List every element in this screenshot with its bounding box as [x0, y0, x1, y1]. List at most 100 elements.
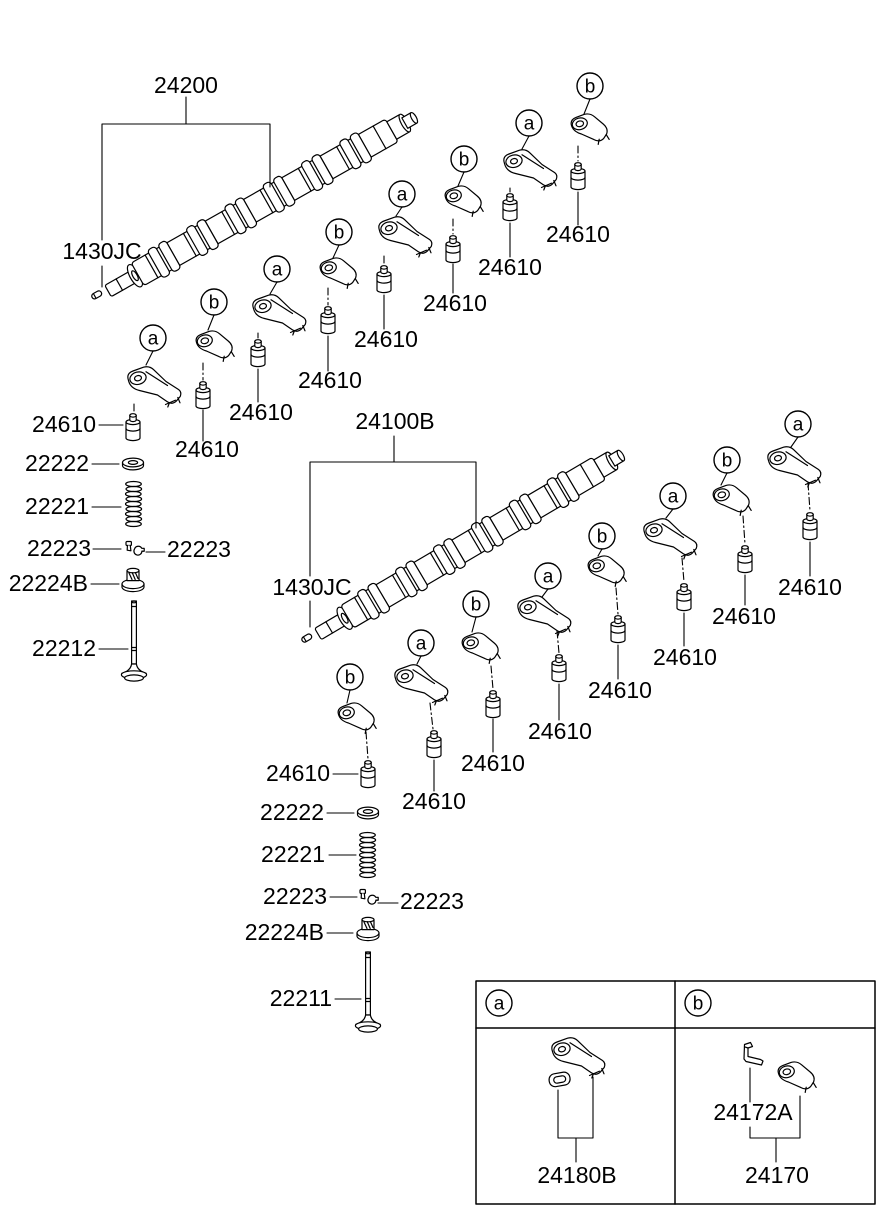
- rocker-arm-b: [444, 185, 484, 217]
- label-dash-lines: [90, 424, 399, 1000]
- retainer-lock-part-label: 22223: [400, 888, 464, 914]
- marker-letter: a: [524, 114, 535, 135]
- rocker-clip-part-label: 24172A: [713, 1099, 793, 1125]
- marker-letter: a: [543, 567, 554, 588]
- rocker-arm-a: [252, 294, 307, 336]
- rocker-arm-a: [127, 366, 182, 408]
- valve-spring: [124, 480, 143, 528]
- retainer-lock-part-label: 22223: [167, 536, 231, 562]
- marker-b: b: [200, 288, 228, 316]
- legend-a-bracket: [557, 1076, 594, 1163]
- marker-letter: b: [459, 150, 470, 171]
- tappet-part-label: 24610: [175, 436, 239, 462]
- marker-b: b: [462, 590, 490, 618]
- tappet-part-label: 24610: [478, 254, 542, 280]
- marker-letter: b: [334, 223, 345, 244]
- tappet: [485, 690, 501, 719]
- marker-letter: a: [272, 260, 283, 281]
- rocker-clip: [547, 1070, 572, 1089]
- marker-letter: a: [793, 415, 804, 436]
- valve-part-label: 22211: [270, 985, 332, 1011]
- valve-spring: [358, 831, 377, 879]
- tappet: [610, 615, 626, 644]
- rocker-arm-b: [777, 1061, 817, 1094]
- marker-letter: b: [585, 77, 596, 98]
- marker-letter: a: [148, 329, 159, 350]
- camshaft-pin-label: 1430JC: [62, 238, 141, 264]
- marker-a: a: [659, 482, 687, 510]
- rocker-arm-b: [570, 113, 610, 145]
- rocker-arm-a: [378, 216, 433, 258]
- spring-retainer: [356, 806, 380, 820]
- tappet: [570, 162, 586, 191]
- marker-letter: b: [693, 994, 704, 1015]
- legend-b-bracket: [749, 1067, 801, 1163]
- valve-stem-seal-part-label: 22224B: [9, 570, 88, 596]
- marker-leader-lines: [145, 98, 799, 704]
- valve-spring-part-label: 22221: [25, 493, 89, 519]
- camshaft-body: [85, 103, 424, 313]
- tappet-part-label: 24610: [653, 644, 717, 670]
- marker-b: b: [713, 446, 741, 474]
- tappet-part-label: 24610: [423, 290, 487, 316]
- retainer-lock-part-label: 22223: [263, 883, 327, 909]
- rocker-arm-a: [517, 595, 572, 637]
- marker-letter: a: [416, 634, 427, 655]
- marker-b: b: [325, 218, 353, 246]
- tappet-part-label: 24610: [588, 677, 652, 703]
- legend-header-b: b: [684, 989, 712, 1017]
- tappet: [250, 339, 266, 368]
- tappet: [551, 654, 567, 683]
- tappet-part-label: 24610: [528, 718, 592, 744]
- marker-b: b: [450, 145, 478, 173]
- tappet: [360, 760, 376, 789]
- marker-a: a: [784, 410, 812, 438]
- spring-retainer: [121, 457, 145, 471]
- marker-b: b: [576, 72, 604, 100]
- valve-stem-seal: [121, 567, 145, 593]
- spring-retainer-part-label: 22222: [260, 799, 324, 825]
- retainer-lock-part-label: 22223: [27, 535, 91, 561]
- rocker-arm-a-part-label: 24180B: [537, 1162, 616, 1188]
- tappet: [445, 235, 461, 264]
- marker-a: a: [263, 255, 291, 283]
- marker-a: a: [139, 324, 167, 352]
- camshaft-pin-label: 1430JC: [272, 574, 351, 600]
- legend-header-a: a: [485, 989, 513, 1017]
- marker-letter: a: [668, 487, 679, 508]
- tappet-part-label: 24610: [354, 326, 418, 352]
- camshaft-intake-label: 24100B: [355, 408, 434, 434]
- tappet: [676, 583, 692, 612]
- tappet-part-label: 24610: [298, 367, 362, 393]
- rocker-arm-a: [767, 446, 822, 488]
- tappet: [737, 545, 753, 574]
- marker-a: a: [388, 180, 416, 208]
- valve-spring-part-label: 22221: [261, 841, 325, 867]
- retainer-lock: [366, 893, 380, 907]
- camshaft-exhaust: [85, 103, 424, 313]
- camshaft-intake-bracket: [309, 435, 477, 628]
- tappet-part-label: 24610: [266, 760, 330, 786]
- axis-lines: [133, 145, 811, 760]
- tappet: [802, 512, 818, 541]
- tappet-part-label: 24610: [778, 574, 842, 600]
- rocker-arm-b: [319, 257, 359, 289]
- tappet-part-label: 24610: [32, 411, 96, 437]
- marker-a: a: [515, 109, 543, 137]
- marker-letter: b: [345, 668, 356, 689]
- marker-b: b: [336, 663, 364, 691]
- tappet-label-lines: [202, 191, 811, 792]
- tappet-part-label: 24610: [546, 221, 610, 247]
- marker-letter: b: [722, 451, 733, 472]
- valve-stem-seal-part-label: 22224B: [245, 919, 324, 945]
- tappet: [426, 730, 442, 759]
- marker-letter: b: [209, 293, 220, 314]
- camshaft-exhaust-label: 24200: [154, 72, 218, 98]
- marker-a: a: [407, 629, 435, 657]
- marker-letter: b: [597, 527, 608, 548]
- valve-part-label: 22212: [32, 635, 96, 661]
- retainer-lock: [359, 888, 366, 900]
- retainer-lock: [125, 540, 132, 552]
